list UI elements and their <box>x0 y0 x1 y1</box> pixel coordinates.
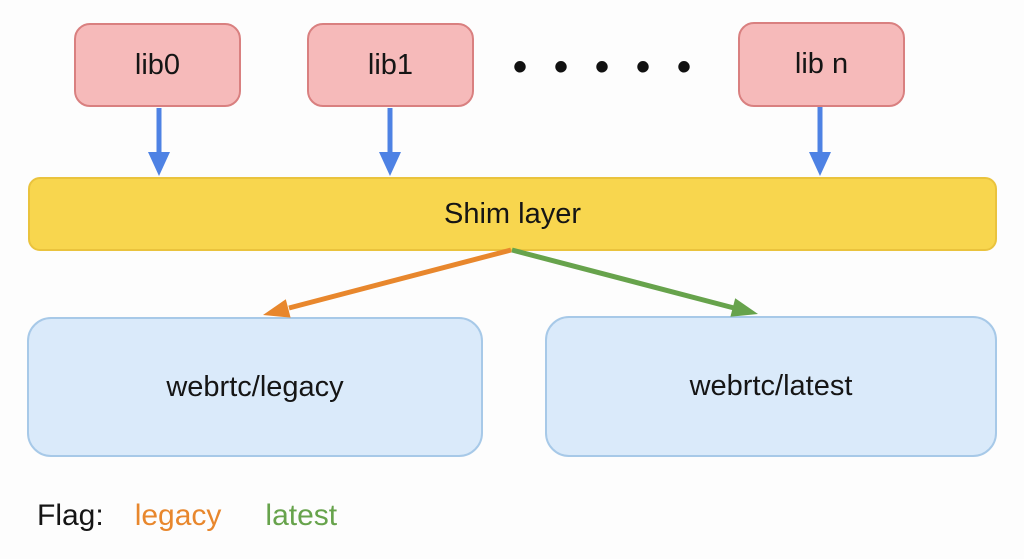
arrow-lib1-to-shim <box>379 108 401 176</box>
node-lib0: lib0 <box>74 23 241 107</box>
node-webrtc-latest-label: webrtc/latest <box>689 370 853 402</box>
flag-legend-prefix: Flag: <box>37 499 104 532</box>
node-lib-n: lib n <box>738 22 905 107</box>
arrow-lib-n-to-shim <box>809 107 831 176</box>
node-webrtc-legacy-label: webrtc/legacy <box>166 370 344 403</box>
flag-legend-latest: latest <box>265 499 338 532</box>
node-shim-layer: Shim layer <box>28 177 997 251</box>
node-lib0-label: lib0 <box>134 48 181 81</box>
node-webrtc-latest: webrtc/latest <box>545 316 997 457</box>
node-shim-layer-label: Shim layer <box>444 197 581 230</box>
node-lib1-label: lib1 <box>367 48 414 81</box>
arrow-shim-to-latest <box>511 247 758 317</box>
node-lib-n-label: lib n <box>794 48 849 80</box>
arrow-shim-to-legacy <box>263 247 512 318</box>
arrow-lib0-to-shim <box>148 108 170 176</box>
flag-legend-legacy: legacy <box>134 499 222 532</box>
node-lib1: lib1 <box>307 23 474 107</box>
node-webrtc-legacy: webrtc/legacy <box>27 317 483 457</box>
ellipsis-dots: ••••• <box>512 45 719 89</box>
flag-legend: Flag: legacy latest <box>37 499 337 533</box>
